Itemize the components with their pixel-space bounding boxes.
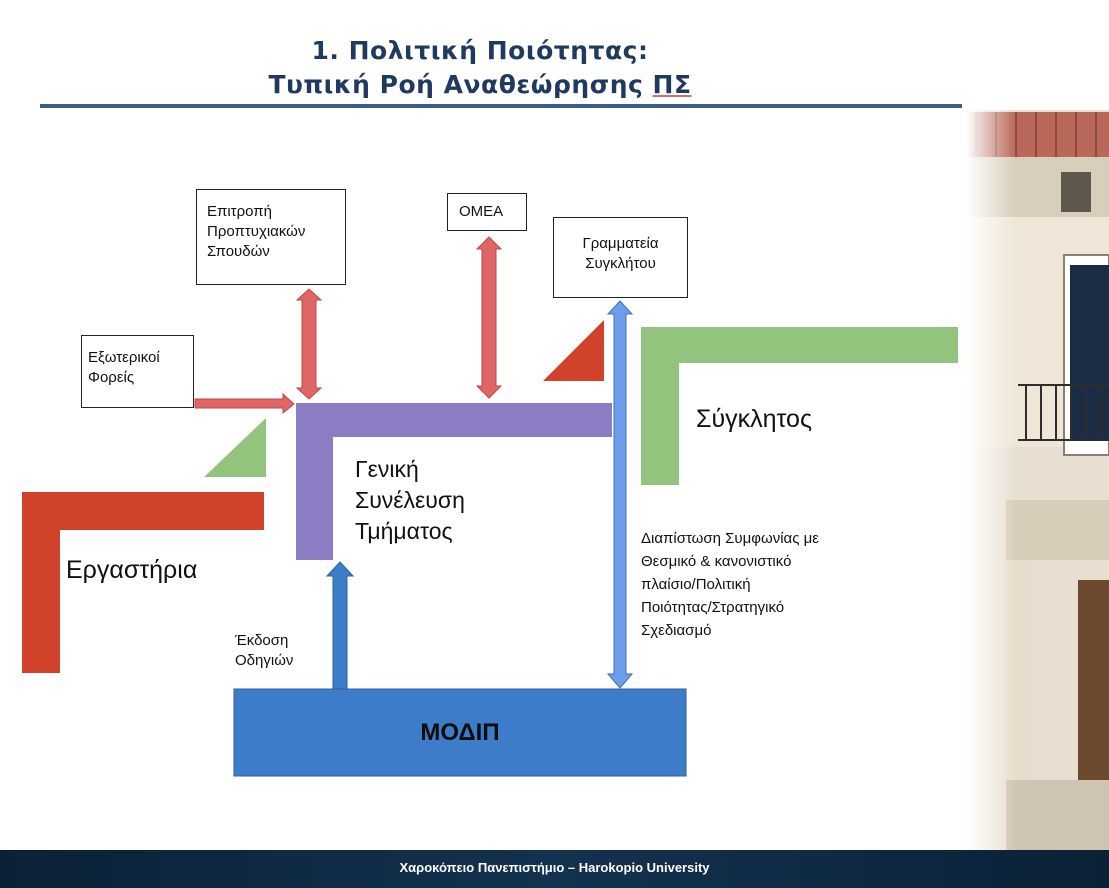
issue-guidelines-arrow — [325, 561, 355, 690]
building-photo — [966, 0, 1109, 850]
external-box: Εξωτερικοί Φορείς — [81, 335, 194, 408]
committee-line1: Επιτροπή — [207, 203, 272, 220]
labs-shape — [22, 492, 264, 673]
general-assembly-line2: Συνέλευση — [355, 487, 465, 513]
modip-label: ΜΟΔΙΠ — [420, 719, 500, 746]
general-assembly-line1: Γενική — [355, 456, 419, 482]
issue-guidelines-line1: Έκδοση — [235, 632, 289, 649]
compliance-line2: Θεσμικό & κανονιστικό — [641, 553, 792, 570]
secretariat-line2: Συγκλήτου — [585, 255, 656, 272]
general-assembly-line3: Τμήματος — [355, 518, 453, 544]
committee-box: Επιτροπή Προπτυχιακών Σπουδών — [196, 189, 346, 285]
committee-ga-arrow — [295, 288, 323, 400]
senate-label: Σύγκλητος — [696, 405, 813, 433]
labs-label: Εργαστήρια — [66, 556, 198, 584]
committee-line3: Σπουδών — [207, 243, 270, 260]
compliance-label: Διαπίστωση Συμφωνίας με Θεσμικό & κανονι… — [641, 527, 819, 642]
secretariat-modip-arrow — [606, 300, 634, 689]
issue-guidelines-line2: Οδηγιών — [235, 652, 294, 669]
compliance-line1: Διαπίστωση Συμφωνίας με — [641, 530, 819, 547]
omea-ga-arrow — [475, 236, 503, 399]
senate-shape — [641, 327, 958, 485]
secretariat-line1: Γραμματεία — [582, 235, 659, 252]
compliance-line5: Σχεδιασμό — [641, 622, 712, 639]
slide-title-line1: 1. Πολιτική Ποιότητας: — [311, 36, 649, 65]
footer-bar: Χαροκόπειο Πανεπιστήμιο – Harokopio Univ… — [0, 850, 1109, 888]
external-line1: Εξωτερικοί — [88, 349, 160, 366]
external-ga-arrow — [194, 392, 295, 415]
modip-box — [233, 688, 687, 777]
senate-red-triangle — [543, 320, 604, 381]
slide-title-line2-main: Τυπική Ροή Αναθεώρησης — [268, 70, 653, 99]
committee-line2: Προπτυχιακών — [207, 223, 306, 240]
footer-text: Χαροκόπειο Πανεπιστήμιο – Harokopio Univ… — [399, 860, 710, 875]
slide-title-line2-tail: ΠΣ — [652, 70, 692, 99]
issue-guidelines-label: Έκδοση Οδηγιών — [235, 631, 293, 671]
secretariat-box: Γραμματεία Συγκλήτου — [553, 217, 688, 298]
external-line2: Φορείς — [88, 369, 135, 386]
omea-box: ΟΜΕΑ — [447, 193, 527, 231]
flow-diagram — [22, 236, 958, 777]
title-divider — [40, 104, 962, 108]
labs-green-triangle — [204, 418, 266, 477]
slide-title-line2: Τυπική Ροή Αναθεώρησης ΠΣ — [0, 70, 960, 99]
general-assembly-label: Γενική Συνέλευση Τμήματος — [355, 454, 465, 547]
compliance-line3: πλαίσιο/Πολιτική — [641, 576, 751, 593]
omea-label: ΟΜΕΑ — [459, 203, 504, 220]
compliance-line4: Ποιότητας/Στρατηγικό — [641, 599, 785, 616]
general-assembly-shape — [296, 403, 612, 560]
